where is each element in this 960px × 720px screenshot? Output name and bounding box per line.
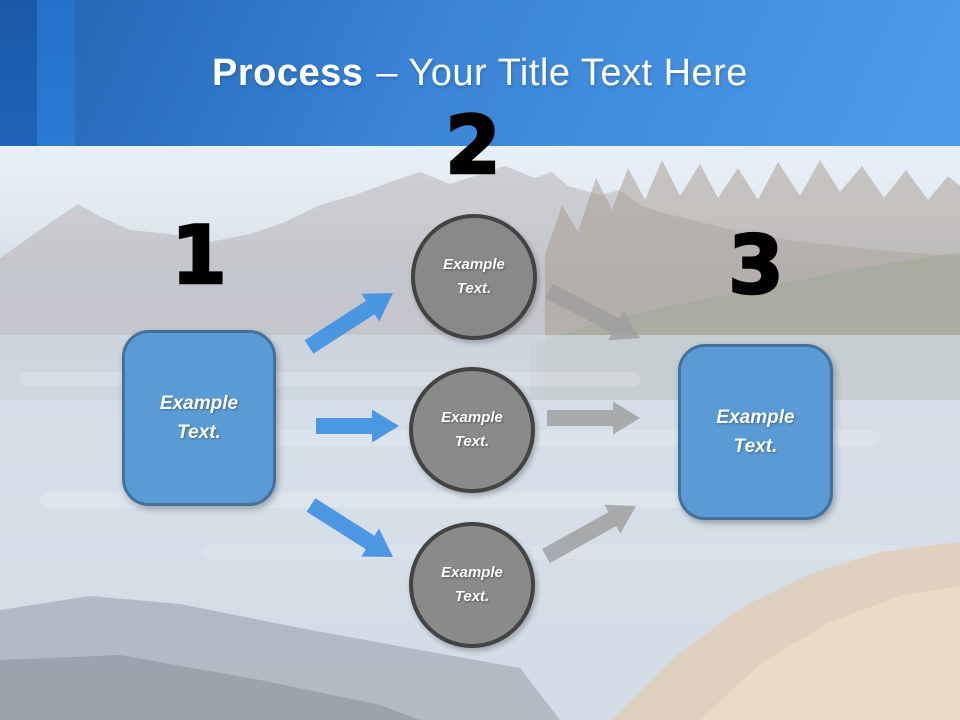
start-box-label: Example Text.: [159, 392, 239, 443]
arrow-start-to-circle-3: [306, 498, 393, 557]
sea-foam-band-4: [200, 545, 900, 559]
step-number-1: 1: [170, 209, 228, 302]
rocks-tan-right: [612, 542, 960, 720]
arrow-start-to-circle-1: [304, 293, 393, 354]
header-accent-stripe-dark: [0, 0, 37, 146]
slide-title-rest: – Your Title Text Here: [376, 52, 748, 94]
process-circle-2-label: Example Text.: [441, 409, 503, 450]
process-circle-3: Example Text.: [409, 522, 535, 648]
rocks-dark-left-2: [0, 655, 420, 720]
end-box: Example Text.: [678, 344, 833, 520]
arrow-circle-3-to-end: [542, 504, 636, 563]
start-box: Example Text.: [122, 330, 276, 506]
title-bar: Process – Your Title Text Here: [0, 0, 960, 146]
arrow-start-to-circle-2: [316, 409, 399, 443]
process-circle-1-label: Example Text.: [443, 256, 505, 297]
process-circle-2: Example Text.: [409, 367, 535, 493]
slide-title-emphasis: Process: [212, 52, 364, 94]
arrow-circle-1-to-end: [545, 283, 640, 341]
process-circle-1: Example Text.: [411, 214, 537, 340]
arrow-circle-2-to-end: [547, 401, 640, 435]
rocks-tan-highlight: [700, 586, 960, 720]
step-number-2: 2: [444, 99, 502, 192]
header-accent-stripe-light: [37, 0, 75, 146]
sea-foam-band-1: [20, 372, 640, 386]
step-number-3: 3: [727, 219, 785, 312]
end-box-label: Example Text.: [716, 406, 795, 457]
process-circle-3-label: Example Text.: [441, 564, 503, 605]
slide-title: Process – Your Title Text Here: [0, 52, 960, 95]
